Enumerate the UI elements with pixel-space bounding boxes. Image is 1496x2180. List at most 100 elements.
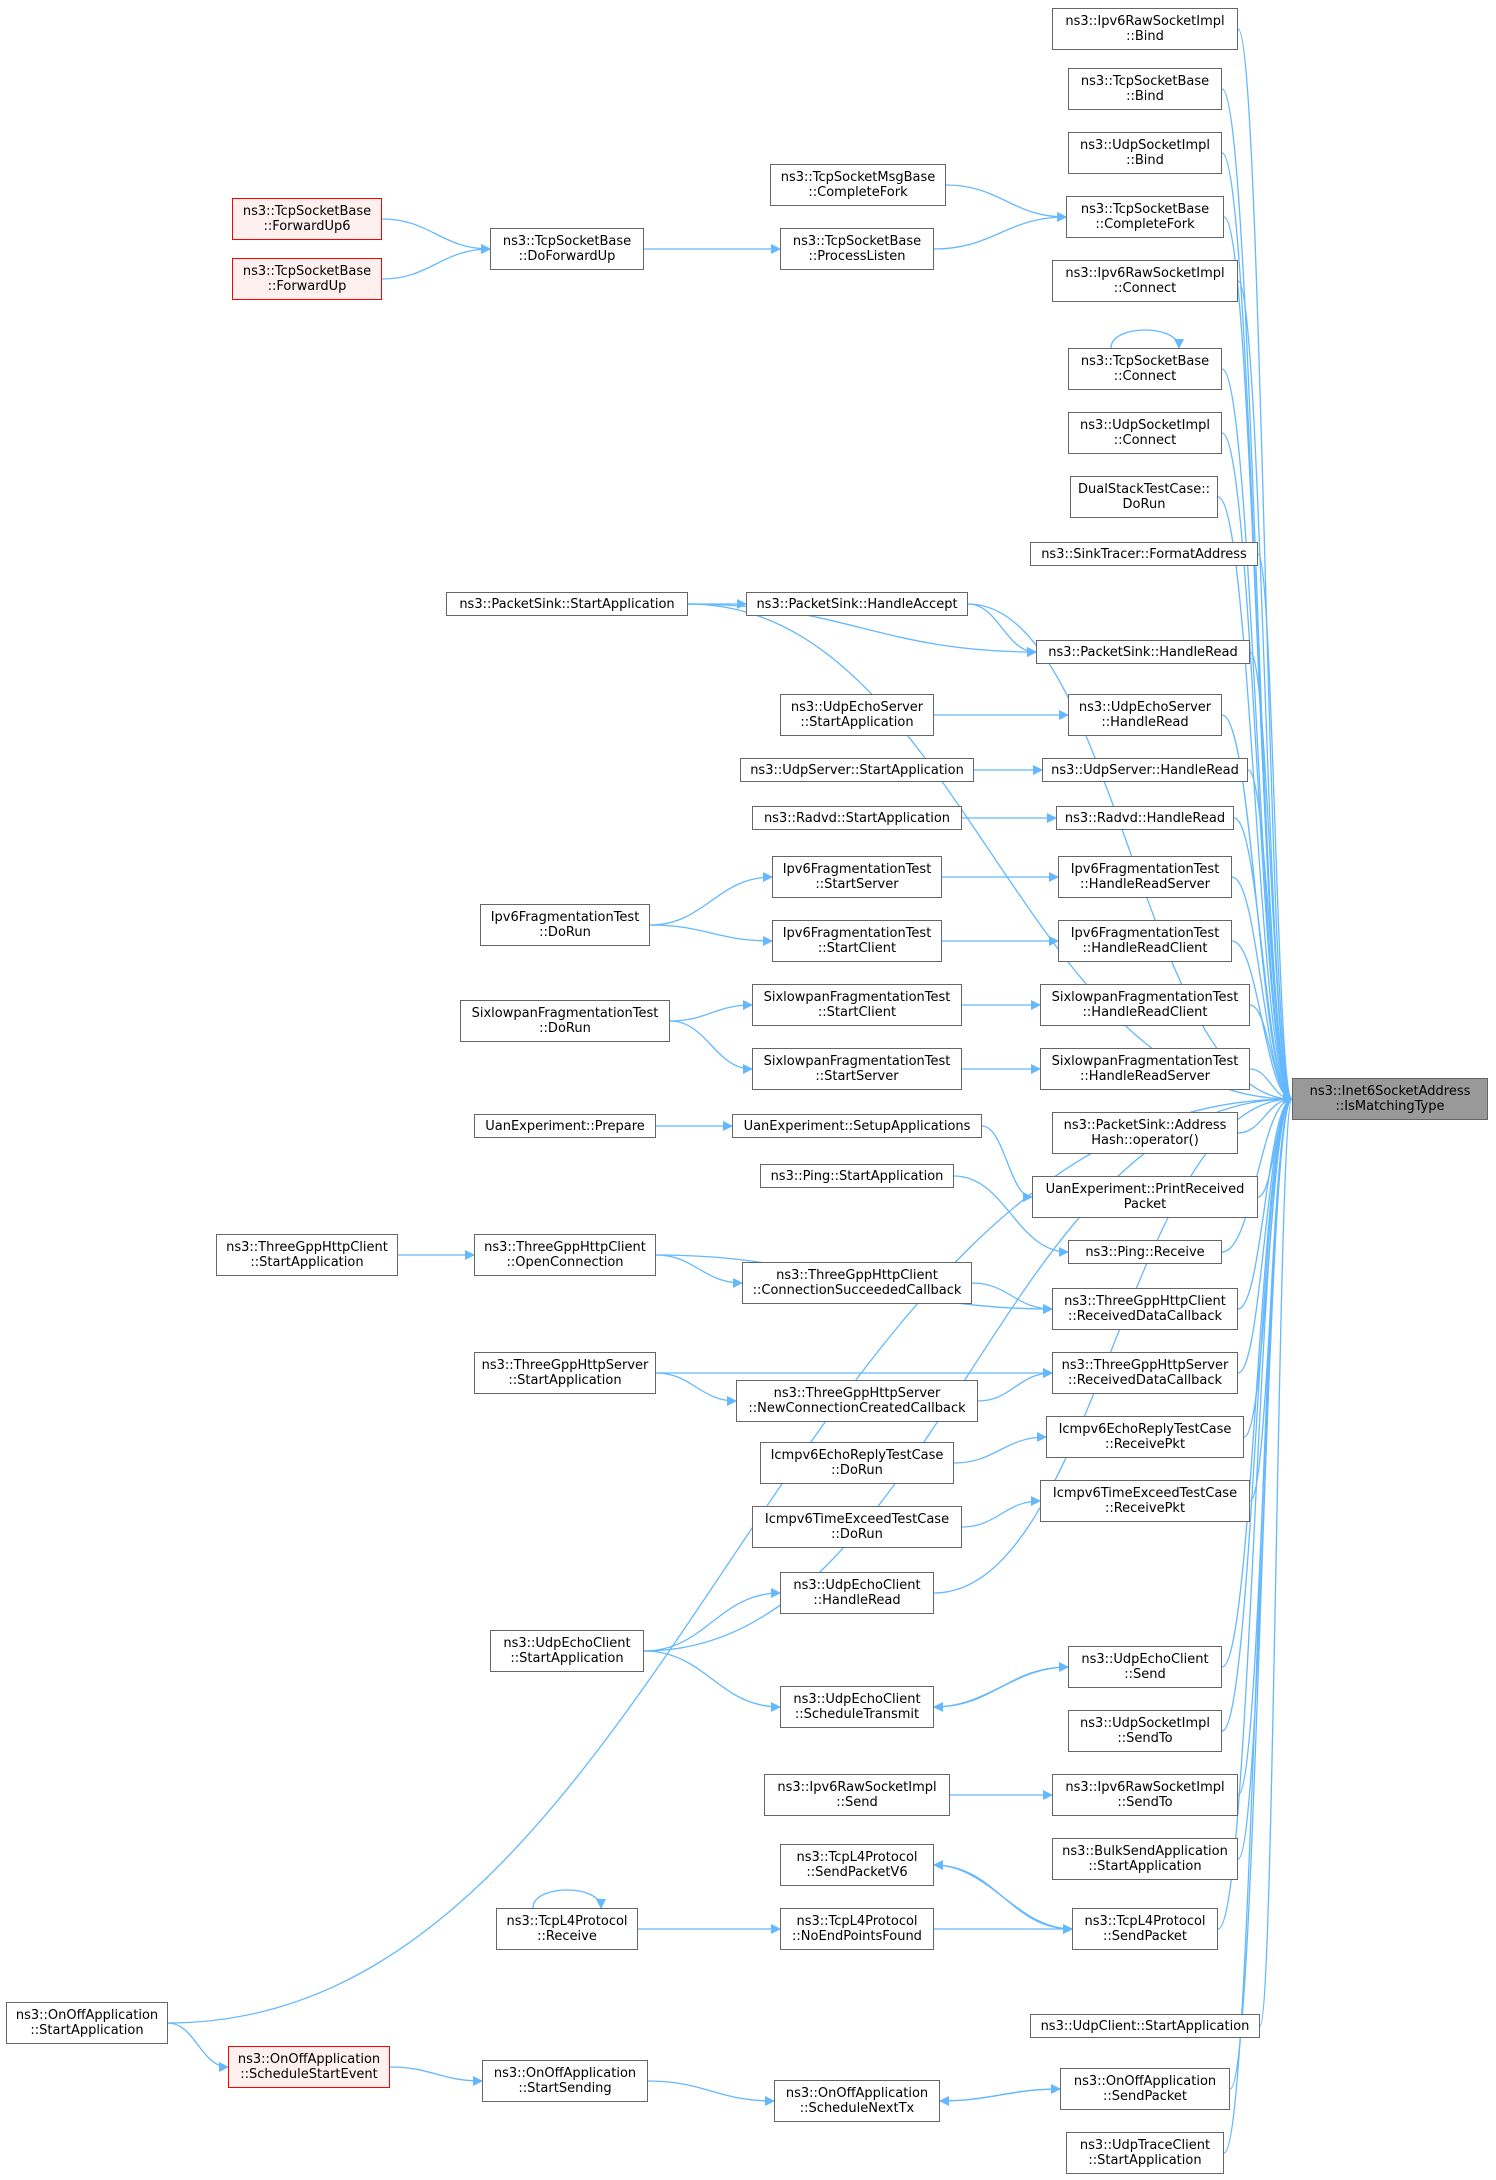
node-r27[interactable]: ns3::Ipv6RawSocketImpl::SendTo <box>1052 1774 1238 1816</box>
node-r22[interactable]: ns3::ThreeGppHttpServer::ReceivedDataCal… <box>1052 1352 1238 1394</box>
call-edge-m12-r20 <box>953 1175 1069 1257</box>
node-r8[interactable]: DualStackTestCase::DoRun <box>1070 476 1218 518</box>
node-r13[interactable]: ns3::Radvd::HandleRead <box>1056 806 1234 830</box>
call-edge-r29-m20 <box>933 1860 1073 1930</box>
call-edge-l7-m14 <box>655 1372 737 1406</box>
node-r12[interactable]: ns3::UdpServer::HandleRead <box>1042 758 1248 782</box>
node-m14[interactable]: ns3::ThreeGppHttpServer::NewConnectionCr… <box>736 1380 978 1422</box>
node-label-line: ns3::Radvd::StartApplication <box>763 810 951 826</box>
node-r15[interactable]: Ipv6FragmentationTest::HandleReadClient <box>1058 920 1232 962</box>
node-r23[interactable]: Icmpv6EchoReplyTestCase::ReceivePkt <box>1046 1416 1244 1458</box>
node-label-line: DoRun <box>1122 497 1166 512</box>
node-label-line: ::ReceivePkt <box>1104 1437 1186 1452</box>
node-r25[interactable]: ns3::UdpEchoClient::Send <box>1068 1646 1222 1688</box>
node-m7[interactable]: Ipv6FragmentationTest::StartServer <box>772 856 942 898</box>
call-edge-l6-m13 <box>655 1254 743 1288</box>
node-m19[interactable]: ns3::Ipv6RawSocketImpl::Send <box>764 1774 950 1816</box>
node-r10[interactable]: ns3::PacketSink::HandleRead <box>1036 640 1250 664</box>
node-label-line: ns3::OnOffApplication <box>15 2008 159 2023</box>
node-m21[interactable]: ns3::TcpL4Protocol::NoEndPointsFound <box>780 1908 934 1950</box>
node-r26[interactable]: ns3::UdpSocketImpl::SendTo <box>1068 1710 1222 1752</box>
node-r4[interactable]: ns3::TcpSocketBase::CompleteFork <box>1066 196 1224 238</box>
node-r24[interactable]: Icmpv6TimeExceedTestCase::ReceivePkt <box>1040 1480 1250 1522</box>
node-m3[interactable]: ns3::PacketSink::HandleAccept <box>746 592 968 616</box>
node-r5[interactable]: ns3::Ipv6RawSocketImpl::Connect <box>1052 260 1238 302</box>
node-label-line: ::CompleteFork <box>808 185 908 200</box>
node-label-line: ns3::UdpEchoClient <box>793 1578 921 1593</box>
node-label-line: ::StartClient <box>817 941 897 956</box>
node-m20[interactable]: ns3::TcpL4Protocol::SendPacketV6 <box>780 1844 934 1886</box>
node-label-line: ::StartServer <box>815 1069 899 1084</box>
node-label-line: SixlowpanFragmentationTest <box>1051 990 1239 1005</box>
node-m18[interactable]: ns3::UdpEchoClient::ScheduleTransmit <box>780 1686 934 1728</box>
node-label-line: DualStackTestCase:: <box>1078 482 1210 497</box>
node-r17[interactable]: SixlowpanFragmentationTest::HandleReadSe… <box>1040 1048 1250 1090</box>
node-m4[interactable]: ns3::UdpEchoServer::StartApplication <box>780 694 934 736</box>
node-m5[interactable]: ns3::UdpServer::StartApplication <box>740 758 974 782</box>
node-r3[interactable]: ns3::UdpSocketImpl::Bind <box>1068 132 1222 174</box>
node-ll3[interactable]: ns3::ThreeGppHttpClient::StartApplicatio… <box>216 1234 398 1276</box>
node-label-line: ::HandleReadClient <box>1082 941 1208 956</box>
node-l4[interactable]: SixlowpanFragmentationTest::DoRun <box>460 1000 670 1042</box>
node-l3[interactable]: Ipv6FragmentationTest::DoRun <box>480 904 650 946</box>
node-l9[interactable]: ns3::TcpL4Protocol::Receive <box>496 1908 638 1950</box>
call-edge-l4-m9 <box>669 1000 753 1022</box>
node-l6[interactable]: ns3::ThreeGppHttpClient::OpenConnection <box>474 1234 656 1276</box>
call-edge-ll2-l1 <box>381 244 491 280</box>
node-l1[interactable]: ns3::TcpSocketBase::DoForwardUp <box>490 228 644 270</box>
node-r29[interactable]: ns3::TcpL4Protocol::SendPacket <box>1072 1908 1218 1950</box>
call-edge-r1-focus <box>1237 28 1293 1104</box>
node-r7[interactable]: ns3::UdpSocketImpl::Connect <box>1068 412 1222 454</box>
node-label-line: UanExperiment::Prepare <box>485 1118 645 1134</box>
node-m22[interactable]: ns3::OnOffApplication::ScheduleNextTx <box>774 2080 940 2122</box>
node-r30[interactable]: ns3::UdpClient::StartApplication <box>1030 2014 1260 2038</box>
node-m9[interactable]: SixlowpanFragmentationTest::StartClient <box>752 984 962 1026</box>
call-edge-r26-focus <box>1221 1094 1293 1732</box>
node-r14[interactable]: Ipv6FragmentationTest::HandleReadServer <box>1058 856 1232 898</box>
node-r31[interactable]: ns3::OnOffApplication::SendPacket <box>1060 2068 1230 2110</box>
call-edge-r29-focus <box>1217 1094 1293 1930</box>
node-m15[interactable]: Icmpv6EchoReplyTestCase::DoRun <box>760 1442 954 1484</box>
node-label-line: ns3::TcpSocketBase <box>792 234 922 249</box>
node-r9[interactable]: ns3::SinkTracer::FormatAddress <box>1030 542 1258 566</box>
node-r1[interactable]: ns3::Ipv6RawSocketImpl::Bind <box>1052 8 1238 50</box>
node-m10[interactable]: SixlowpanFragmentationTest::StartServer <box>752 1048 962 1090</box>
node-label-line: ::Bind <box>1126 153 1164 168</box>
call-edge-ll1-l1 <box>381 218 491 254</box>
node-m13[interactable]: ns3::ThreeGppHttpClient::ConnectionSucce… <box>742 1262 972 1304</box>
node-m2[interactable]: ns3::TcpSocketBase::ProcessListen <box>780 228 934 270</box>
node-m11[interactable]: UanExperiment::SetupApplications <box>732 1114 982 1138</box>
node-ll2[interactable]: ns3::TcpSocketBase::ForwardUp <box>232 258 382 300</box>
call-edge-l3-m8 <box>649 924 773 946</box>
node-m12[interactable]: ns3::Ping::StartApplication <box>760 1164 954 1188</box>
node-l10[interactable]: ns3::OnOffApplication::StartSending <box>482 2060 648 2102</box>
call-edge-m11-r19 <box>981 1125 1033 1202</box>
node-r32[interactable]: ns3::UdpTraceClient::StartApplication <box>1066 2132 1224 2174</box>
node-r2[interactable]: ns3::TcpSocketBase::Bind <box>1068 68 1222 110</box>
node-label-line: ns3::TcpSocketBase <box>1080 202 1210 217</box>
node-label-line: ns3::ThreeGppHttpClient <box>226 1240 388 1255</box>
node-r21[interactable]: ns3::ThreeGppHttpClient::ReceivedDataCal… <box>1052 1288 1238 1330</box>
node-r20[interactable]: ns3::Ping::Receive <box>1068 1240 1222 1264</box>
node-m16[interactable]: Icmpv6TimeExceedTestCase::DoRun <box>752 1506 962 1548</box>
node-m17[interactable]: ns3::UdpEchoClient::HandleRead <box>780 1572 934 1614</box>
node-label-line: ns3::UdpEchoServer <box>1078 700 1212 715</box>
node-label-line: ::SendTo <box>1117 1795 1173 1810</box>
node-r16[interactable]: SixlowpanFragmentationTest::HandleReadCl… <box>1040 984 1250 1026</box>
node-l2[interactable]: ns3::PacketSink::StartApplication <box>446 592 688 616</box>
node-r11[interactable]: ns3::UdpEchoServer::HandleRead <box>1068 694 1222 736</box>
node-label-line: ns3::TcpL4Protocol <box>796 1850 918 1865</box>
node-l8[interactable]: ns3::UdpEchoClient::StartApplication <box>490 1630 644 1672</box>
node-m6[interactable]: ns3::Radvd::StartApplication <box>752 806 962 830</box>
node-l5[interactable]: UanExperiment::Prepare <box>474 1114 656 1138</box>
node-r28[interactable]: ns3::BulkSendApplication::StartApplicati… <box>1052 1838 1238 1880</box>
node-ll4[interactable]: ns3::OnOffApplication::ScheduleStartEven… <box>228 2046 390 2088</box>
node-r6[interactable]: ns3::TcpSocketBase::Connect <box>1068 348 1222 390</box>
node-l7[interactable]: ns3::ThreeGppHttpServer::StartApplicatio… <box>474 1352 656 1394</box>
node-ll1[interactable]: ns3::TcpSocketBase::ForwardUp6 <box>232 198 382 240</box>
node-m1[interactable]: ns3::TcpSocketMsgBase::CompleteFork <box>770 164 946 206</box>
node-m8[interactable]: Ipv6FragmentationTest::StartClient <box>772 920 942 962</box>
node-x1[interactable]: ns3::OnOffApplication::StartApplication <box>6 2002 168 2044</box>
